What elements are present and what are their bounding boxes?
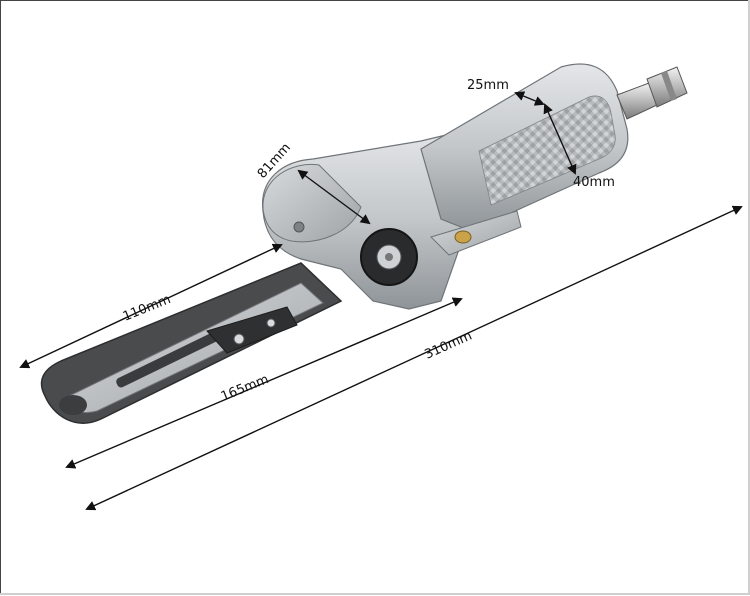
arrow-40mm (543, 103, 577, 175)
arrow-310mm (85, 205, 743, 511)
air-valve (454, 230, 472, 244)
label-310mm: 310mm (423, 329, 475, 363)
lever-pin (233, 333, 245, 345)
housing-screw (293, 221, 305, 233)
label-25mm: 25mm (467, 78, 509, 93)
tool-body (40, 63, 688, 424)
arrow-25mm (514, 91, 545, 106)
lever-pin (266, 318, 276, 328)
air-inlet-fitting (616, 66, 688, 120)
label-165mm: 165mm (219, 372, 271, 405)
wheel-center (385, 253, 393, 261)
dimension-arrows (19, 91, 743, 511)
front-roller (59, 395, 87, 415)
label-40mm: 40mm (573, 175, 615, 190)
